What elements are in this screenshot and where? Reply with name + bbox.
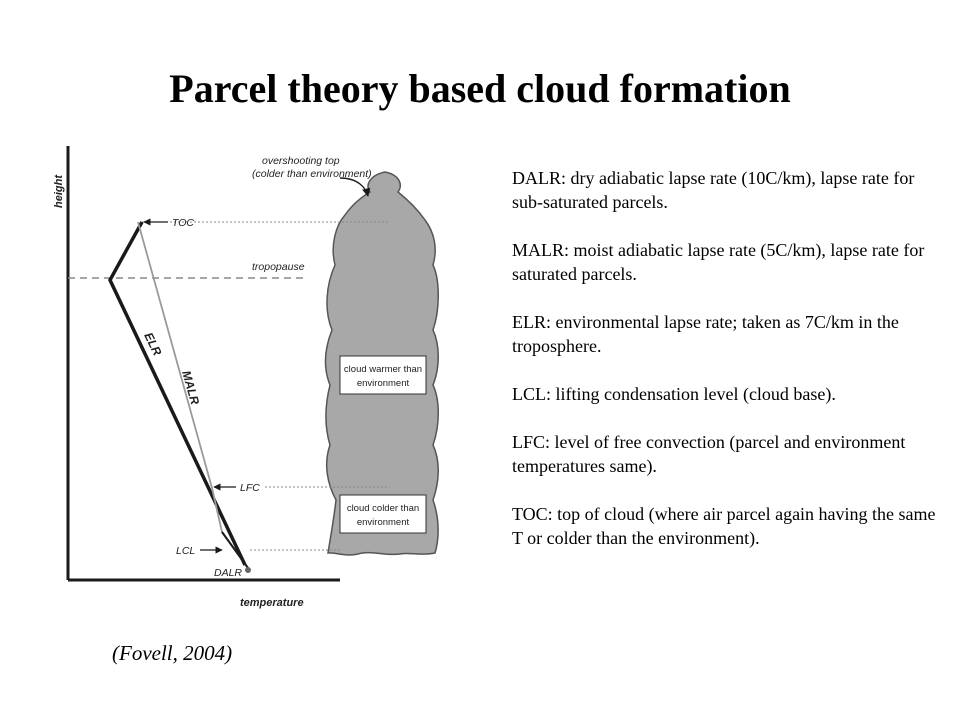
- svg-text:cloud colder than: cloud colder than: [347, 503, 419, 514]
- svg-text:environment: environment: [357, 378, 410, 389]
- svg-text:cloud warmer than: cloud warmer than: [344, 364, 422, 375]
- definition-lfc: LFC: level of free convection (parcel an…: [512, 432, 906, 476]
- definition-toc: TOC: top of cloud (where air parcel agai…: [512, 504, 936, 548]
- cloud-colder-box: cloud colder than environment: [339, 494, 427, 534]
- elr-curve: [108, 221, 247, 566]
- lfc-label: LFC: [240, 482, 260, 494]
- tropopause-label: tropopause: [252, 261, 305, 273]
- citation: (Fovell, 2004): [112, 641, 233, 665]
- malr-label: MALR: [179, 369, 202, 406]
- definition-lcl: LCL: lifting condensation level (cloud b…: [512, 384, 836, 404]
- parcel-start-point: [245, 567, 251, 573]
- definition-malr: MALR: moist adiabatic lapse rate (5C/km)…: [512, 240, 925, 284]
- cloud-warmer-box: cloud warmer than environment: [339, 355, 427, 395]
- definition-list: DALR: dry adiabatic lapse rate (10C/km),…: [512, 166, 942, 550]
- dalr-curve: [221, 531, 249, 569]
- overshooting-top-arrow: [339, 177, 371, 197]
- definition-elr: ELR: environmental lapse rate; taken as …: [512, 312, 899, 356]
- slide-title: Parcel theory based cloud formation: [169, 65, 791, 111]
- y-axis-label: height: [53, 174, 65, 208]
- x-axis-label: temperature: [240, 597, 304, 609]
- dalr-label: DALR: [214, 567, 242, 579]
- definition-dalr: DALR: dry adiabatic lapse rate (10C/km),…: [512, 168, 915, 212]
- cloud-diagram: height temperature TOC tropopause LFC LC…: [53, 146, 439, 609]
- lcl-label: LCL: [176, 545, 195, 557]
- overshooting-top-label: overshooting top (colder than environmen…: [252, 155, 372, 180]
- toc-label: TOC: [172, 217, 194, 229]
- svg-text:environment: environment: [357, 517, 410, 528]
